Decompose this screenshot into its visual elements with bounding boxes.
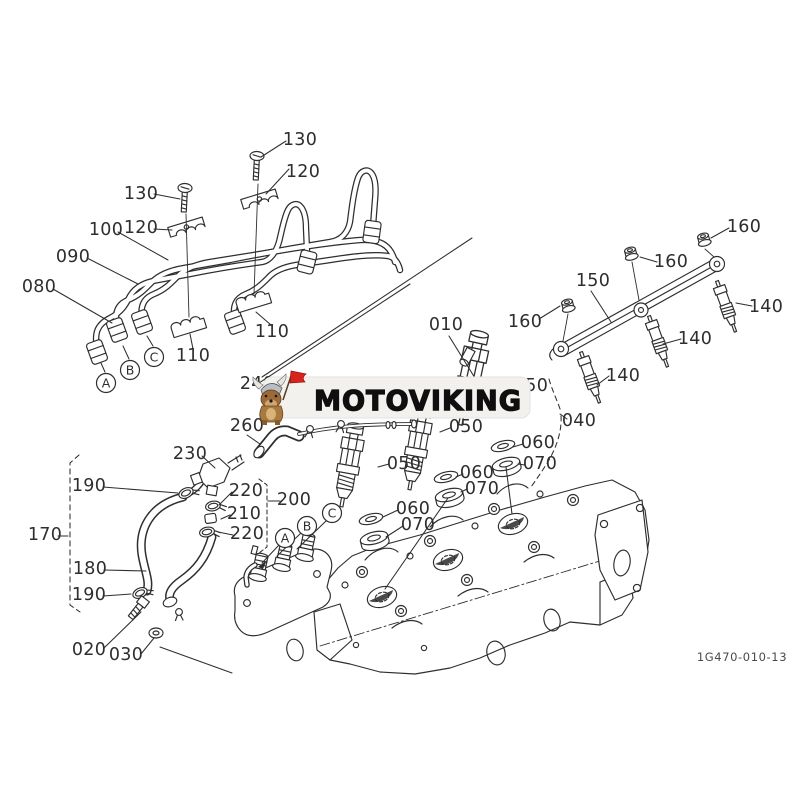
letter-callout-B: B xyxy=(296,515,318,537)
part-callout-070: 070 xyxy=(523,454,557,474)
part-callout-100: 100 xyxy=(89,220,123,240)
letter-circle xyxy=(274,527,296,549)
part-callout-210: 210 xyxy=(227,504,261,524)
part-callout-190: 190 xyxy=(72,476,106,496)
injector-seat xyxy=(497,512,529,536)
part-callout-130: 130 xyxy=(124,184,158,204)
letter-circle xyxy=(95,372,117,394)
tee-joint xyxy=(189,454,245,497)
part-callout-190: 190 xyxy=(72,585,106,605)
letter-circle xyxy=(321,502,343,524)
diagram-line-art xyxy=(52,140,753,675)
part-callout-070: 070 xyxy=(401,515,435,535)
overflow-hose-group xyxy=(127,419,418,639)
letter-text: A xyxy=(102,376,111,391)
letter-circle xyxy=(143,346,165,368)
letter-circle xyxy=(296,515,318,537)
part-callout-160: 160 xyxy=(727,217,761,237)
part-callout-150: 150 xyxy=(576,271,610,291)
letter-callout-C: C xyxy=(321,502,343,524)
letter-callout-B: B xyxy=(119,359,141,381)
injector xyxy=(330,420,368,510)
busbar-nut xyxy=(559,297,577,315)
injector-seat xyxy=(432,548,464,572)
part-callout-110: 110 xyxy=(176,346,210,366)
pipe-nut xyxy=(85,338,109,366)
washer-060 xyxy=(357,510,385,528)
part-number-callouts: 1301201301001200900801101102400101601601… xyxy=(22,130,783,665)
part-callout-060: 060 xyxy=(396,499,430,519)
glow-plug xyxy=(574,349,606,406)
pipe-clamp-lower xyxy=(170,291,273,339)
head-end-boss xyxy=(594,499,649,601)
part-callout-070: 070 xyxy=(465,479,499,499)
part-callout-110: 110 xyxy=(255,322,289,342)
part-callout-080: 080 xyxy=(22,277,56,297)
hose-clamp-220 xyxy=(204,498,228,515)
part-callout-120: 120 xyxy=(124,218,158,238)
stud-boss xyxy=(355,493,580,618)
letter-callout-C: C xyxy=(143,346,165,368)
part-callout-010: 010 xyxy=(429,315,463,335)
letter-callout-A: A xyxy=(95,372,117,394)
part-callout-260: 260 xyxy=(230,416,264,436)
part-callout-030: 030 xyxy=(109,645,143,665)
watermark: MOTOVIKING xyxy=(252,370,531,425)
joint-bolt-020 xyxy=(127,595,150,621)
diagram-code: 1G470-010-13 xyxy=(697,650,787,664)
letter-text: B xyxy=(303,519,312,534)
cylinder-head xyxy=(313,479,650,675)
part-callout-120: 120 xyxy=(286,162,320,182)
part-callout-090: 090 xyxy=(56,247,90,267)
watermark-brand: MOTOVIKING xyxy=(314,384,522,417)
part-callout-200: 200 xyxy=(277,490,311,510)
leader-lines xyxy=(52,140,753,674)
part-callout-160: 160 xyxy=(654,252,688,272)
part-callout-230: 230 xyxy=(173,444,207,464)
washer-030 xyxy=(148,627,164,639)
dashed-leader-040 xyxy=(530,378,562,488)
letter-circle xyxy=(119,359,141,381)
part-callout-050: 050 xyxy=(387,454,421,474)
part-callout-220: 220 xyxy=(229,481,263,501)
letter-text: B xyxy=(126,363,135,378)
letter-callout-A: A xyxy=(274,527,296,549)
part-callout-180: 180 xyxy=(73,559,107,579)
part-callout-170: 170 xyxy=(28,525,62,545)
fuel-pipe-assembly xyxy=(85,167,404,366)
part-callout-020: 020 xyxy=(72,640,106,660)
part-callout-140: 140 xyxy=(749,297,783,317)
group-brackets xyxy=(69,378,562,613)
injection-pump-bank xyxy=(233,531,333,662)
part-callout-050: 050 xyxy=(449,417,483,437)
part-callout-060: 060 xyxy=(460,463,494,483)
letter-text: C xyxy=(150,350,159,365)
part-callout-140: 140 xyxy=(678,329,712,349)
part-callout-220: 220 xyxy=(230,524,264,544)
letter-text: C xyxy=(328,506,337,521)
viking-bulldog-mascot xyxy=(252,370,307,425)
glow-plug-busbar xyxy=(549,255,726,361)
part-callout-060: 060 xyxy=(521,433,555,453)
glow-plug-group xyxy=(549,231,742,406)
hose-210 xyxy=(204,512,217,524)
injector-seat xyxy=(366,585,398,609)
part-callout-160: 160 xyxy=(508,312,542,332)
part-callout-130: 130 xyxy=(283,130,317,150)
clamp-screw xyxy=(177,150,265,318)
letter-text: A xyxy=(281,531,290,546)
part-callout-040: 040 xyxy=(562,411,596,431)
part-callout-140: 140 xyxy=(606,366,640,386)
mascot-flag-icon xyxy=(289,370,307,384)
